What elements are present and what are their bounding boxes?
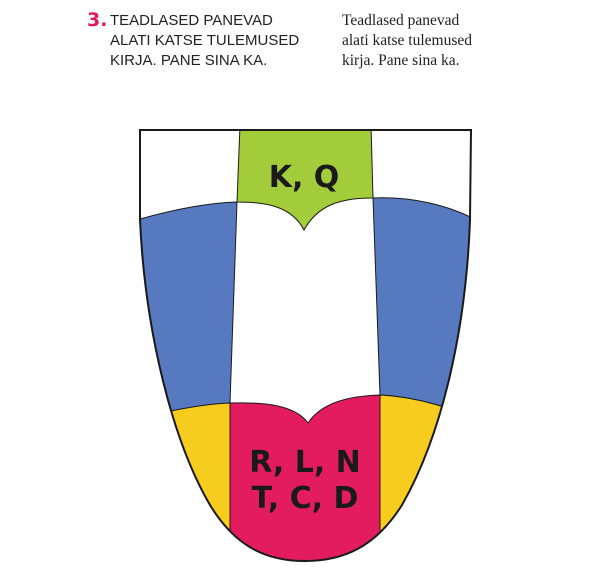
caps-line: TEADLASED PANEVAD: [110, 12, 273, 29]
serif-line: Teadlased panevad: [342, 12, 460, 29]
tip-label-line: R, L, N: [249, 445, 361, 480]
instruction-caps: TEADLASED PANEVAD ALATI KATSE TULEMUSED …: [110, 11, 299, 71]
region-right-yellow: [379, 394, 471, 561]
caps-line: ALATI KATSE TULEMUSED: [110, 32, 300, 49]
back-label: K, Q: [269, 160, 340, 195]
serif-line: kirja. Pane sina ka.: [342, 52, 460, 69]
tip-label-line: T, C, D: [252, 481, 359, 516]
caps-line: KIRJA. PANE SINA KA.: [110, 52, 268, 69]
region-tip-pink: [229, 394, 381, 561]
tongue-outline: [139, 129, 473, 563]
region-left-blue: [140, 201, 238, 421]
step-number: 3.: [87, 9, 108, 31]
serif-line: alati katse tulemused: [342, 32, 472, 49]
region-right-blue: [372, 197, 471, 421]
region-back-green: [236, 130, 374, 232]
region-left-yellow: [140, 402, 231, 561]
instruction-serif: Teadlased panevad alati katse tulemused …: [342, 11, 472, 71]
